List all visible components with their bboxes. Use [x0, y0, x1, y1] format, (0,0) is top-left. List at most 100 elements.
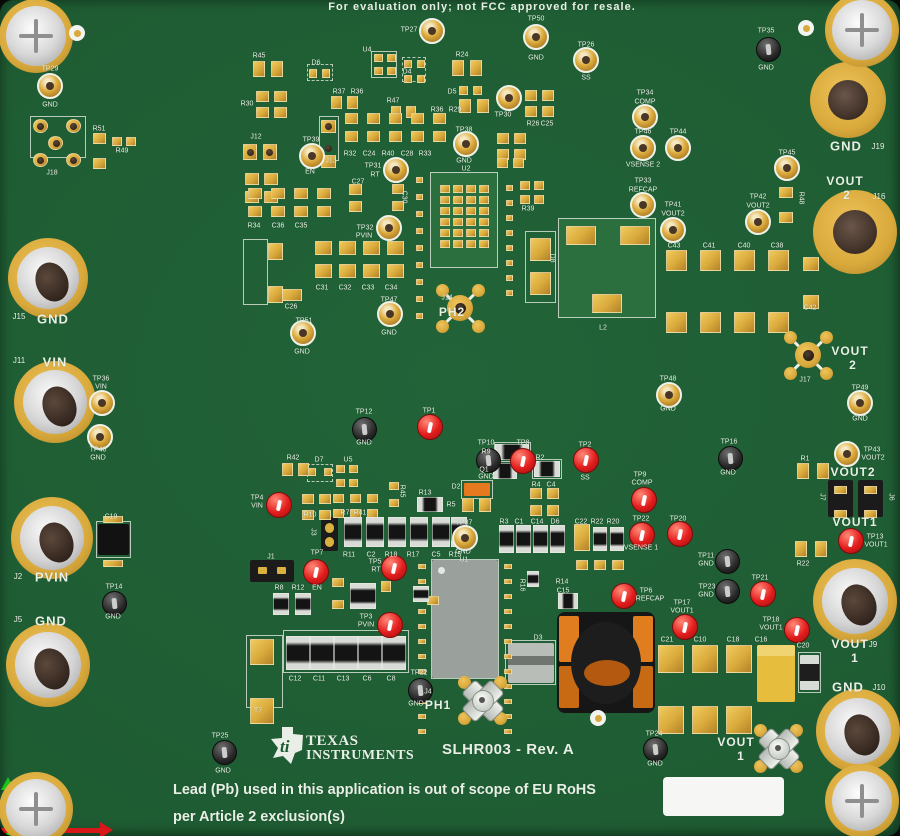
solder-pad — [418, 564, 426, 569]
testpoint-center — [724, 585, 731, 598]
silk-text: VOUT1 — [670, 607, 694, 615]
silk-text: C13 — [336, 675, 350, 683]
solder-pad — [440, 185, 450, 193]
solder-pad — [453, 218, 463, 226]
j10-gnd — [816, 689, 900, 773]
probe-corner-pad — [783, 366, 797, 380]
testpoint-TP4 — [266, 492, 292, 518]
chip-component — [382, 636, 406, 670]
silk-text: TP3 — [359, 613, 373, 621]
silk-text: L2 — [599, 324, 607, 332]
solder-pad — [440, 229, 450, 237]
vout1-probe-clip — [748, 718, 808, 778]
silk-text: C26 — [284, 303, 298, 311]
silk-text: TP51 — [295, 317, 313, 325]
silk-text: TP40 — [89, 446, 107, 454]
solder-pad — [248, 206, 262, 217]
solder-pad — [416, 211, 423, 217]
silk-text: J19 — [871, 142, 885, 151]
silk-text: RT — [371, 566, 381, 574]
chip-component — [350, 583, 376, 609]
silk-text: GND — [294, 348, 310, 356]
silk-text: R26 — [526, 120, 540, 128]
j5-gnd — [6, 623, 90, 707]
solder-pad — [504, 699, 512, 704]
solder-pad — [271, 206, 285, 217]
silk-text: R22 — [590, 518, 604, 526]
silk-text: TP20 — [669, 515, 687, 523]
j9-vout1 — [813, 559, 897, 643]
testpoint-center — [665, 391, 673, 399]
probe-clip-dot — [479, 697, 485, 703]
silk-text: C6 — [362, 675, 372, 683]
silk-text: TP50 — [527, 15, 545, 23]
solder-pad — [466, 240, 476, 248]
silk-text: R7 — [340, 509, 350, 517]
mounting-screw — [0, 0, 73, 73]
silk-text: TP26 — [577, 41, 595, 49]
chip-component — [388, 517, 406, 547]
testpoint-TP13 — [838, 528, 864, 554]
solder-pad — [520, 181, 530, 190]
solder-pad — [506, 200, 513, 206]
solder-pad — [294, 206, 308, 217]
component-body — [277, 567, 286, 574]
silk-text: D8 — [548, 253, 556, 263]
silk-text: J10 — [872, 683, 886, 692]
silk-text: J11 — [12, 356, 26, 365]
testpoint-TP27 — [419, 18, 445, 44]
silk-text: C25 — [540, 120, 554, 128]
silk-text: GND — [758, 64, 774, 72]
silk-text: J1 — [267, 553, 275, 561]
component-body — [325, 537, 334, 547]
testpoint-center — [386, 619, 394, 632]
silk-text: R18 — [384, 551, 398, 559]
silk-text: R47 — [386, 97, 400, 105]
solder-pad — [658, 706, 684, 734]
silk-outline — [558, 218, 656, 318]
testpoint-TP49 — [847, 390, 873, 416]
drill-hole — [36, 122, 44, 130]
silk-text: TP33 — [634, 177, 652, 185]
silk-text: C40 — [737, 242, 751, 250]
solder-pad — [700, 250, 721, 271]
silk-text: R51 — [92, 125, 106, 133]
silk-outline — [30, 116, 86, 158]
silk-text: TP18 — [762, 616, 780, 624]
silk-text: R32 — [343, 150, 357, 158]
solder-pad — [479, 498, 491, 512]
silk-text: VOUT — [826, 174, 864, 188]
component-body — [250, 560, 294, 582]
silk-text: TP23 — [698, 583, 716, 591]
silk-text: R24 — [455, 51, 469, 59]
testpoint-center — [620, 590, 628, 603]
component-body — [663, 777, 784, 816]
solder-pad — [658, 645, 684, 673]
component-body — [432, 560, 498, 678]
chip-component — [534, 461, 560, 477]
solder-pad — [315, 264, 332, 278]
solder-pad — [103, 560, 123, 567]
silk-text: C12 — [288, 675, 302, 683]
solder-pad — [309, 69, 317, 78]
component-body — [584, 660, 630, 686]
solder-pad — [726, 706, 752, 734]
solder-pad — [547, 505, 559, 516]
silk-text: R9 — [481, 448, 491, 456]
chip-component — [413, 586, 429, 602]
solder-pad — [779, 187, 793, 198]
solder-pad — [440, 218, 450, 226]
testpoint-center — [312, 566, 320, 579]
solder-pad — [345, 113, 358, 124]
silk-outline — [402, 57, 426, 82]
testpoint-center — [638, 529, 646, 542]
chip-component — [358, 636, 382, 670]
silk-text: GND — [42, 101, 58, 109]
testpoint-TP34 — [632, 104, 658, 130]
testpoint-center — [385, 224, 393, 232]
silk-outline — [283, 630, 409, 673]
probe-corner-pad — [435, 283, 449, 297]
testpoint-center — [299, 329, 307, 337]
silk-text: C41 — [702, 242, 716, 250]
silk-text: C21 — [660, 636, 674, 644]
